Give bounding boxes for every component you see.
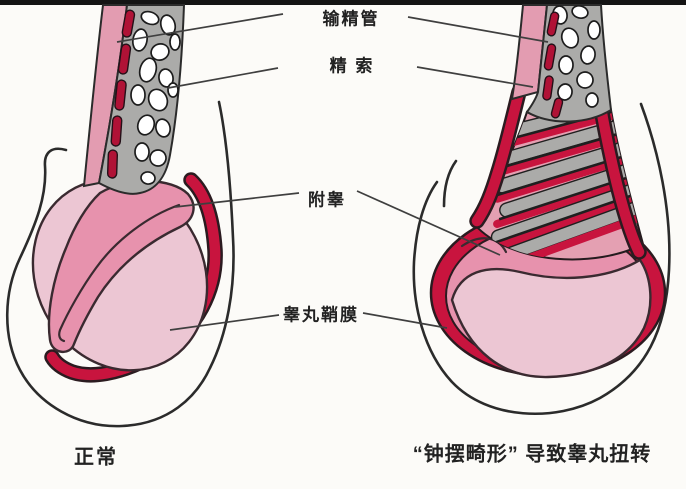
figure-normal: [5, 4, 235, 428]
cord-vessels-left: [106, 9, 136, 179]
epididymis-left-inner-line: [58, 203, 181, 343]
plexus-ovals-left: [130, 10, 181, 185]
scrotum-outline-right: [412, 102, 671, 416]
figure-torsion: [412, 4, 671, 416]
epididymis-left: [47, 179, 195, 353]
leader-epididymis-right: [356, 190, 501, 256]
leader-lines: [116, 13, 549, 331]
label-tunica-vaginalis: 睾丸鞘膜: [283, 305, 359, 325]
plexus-ovals-right: [552, 4, 601, 108]
testis-right: [450, 258, 652, 379]
leader-vas-deferens-right: [407, 16, 549, 43]
leader-epididymis-left: [174, 192, 300, 208]
label-spermatic-cord: 精 索: [329, 56, 375, 76]
leader-spermatic-cord-left: [167, 67, 279, 89]
leader-tunica-left: [169, 314, 280, 331]
cord-strip-right: [510, 4, 549, 101]
tunica-extension-right: [595, 102, 645, 258]
tunica-extension-left: [471, 86, 525, 227]
label-vas-deferens: 输精管: [322, 9, 380, 29]
top-black-bar: [0, 0, 686, 5]
leader-spermatic-cord-right: [416, 66, 534, 88]
label-epididymis: 附睾: [308, 190, 346, 210]
epididymis-right-inner-line: [460, 237, 508, 254]
leader-tunica-right: [362, 312, 448, 329]
caption-torsion: “钟摆畸形” 导致睾丸扭转: [412, 443, 652, 466]
scrotum-outline-left: [5, 100, 235, 428]
scrotum-hook-right: [442, 159, 458, 208]
caption-normal: 正常: [74, 446, 118, 469]
leader-vas-deferens-left: [116, 13, 284, 43]
cord-vessels-right: [542, 11, 564, 119]
